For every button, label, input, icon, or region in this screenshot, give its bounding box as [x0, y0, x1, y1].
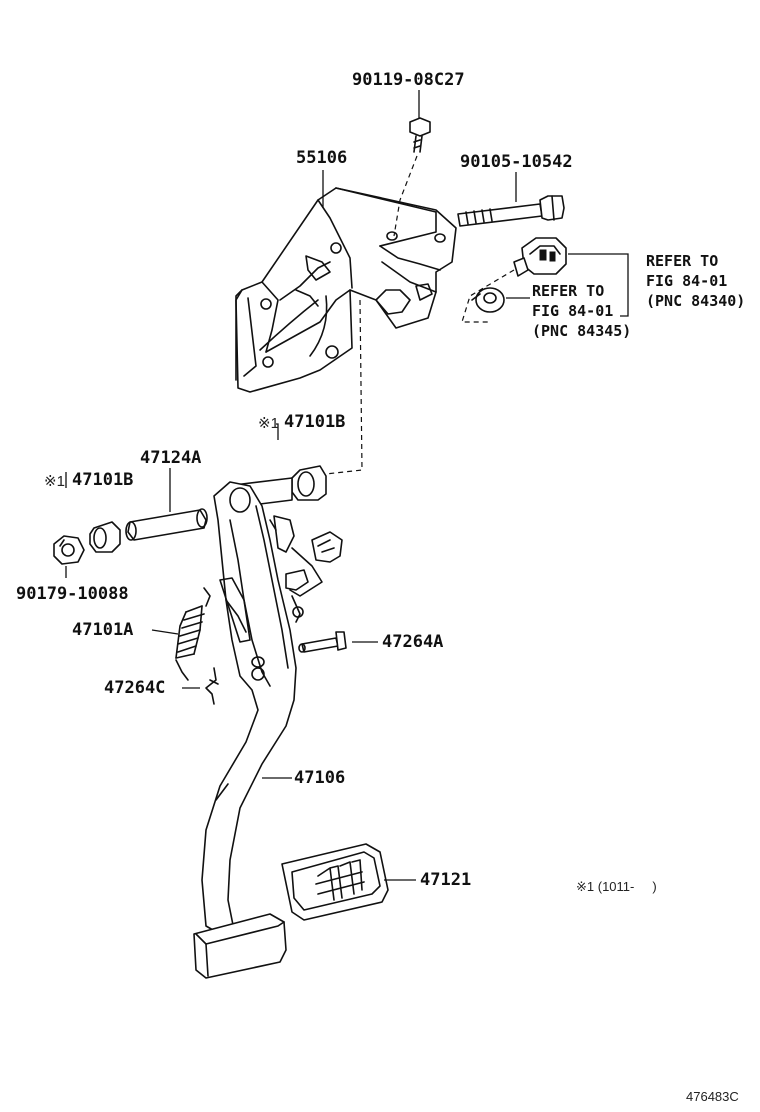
label-47124A: 47124A [140, 448, 202, 468]
footnote-remark: ※1 (1011- ) [576, 879, 657, 894]
long-bolt-part [457, 195, 565, 227]
ref-line2-84345: FIG 84-01 [532, 302, 614, 320]
bushing-left [89, 521, 121, 553]
label-90119-08C27: 90119-08C27 [352, 70, 465, 90]
label-47106: 47106 [294, 768, 346, 788]
label-47101B-right: 47101B [284, 412, 346, 432]
brake-pedal-arm [201, 481, 343, 935]
pedal-bracket [235, 187, 457, 393]
label-47101B-left: 47101B [72, 470, 134, 490]
ref-line3-84340: (PNC 84340) [646, 292, 746, 310]
label-47121: 47121 [420, 870, 472, 890]
ref-line1-84340: REFER TO [646, 252, 719, 270]
stop-lamp-switch [461, 237, 567, 323]
figure-code: 476483C [686, 1089, 739, 1104]
ref-line2-84340: FIG 84-01 [646, 272, 728, 290]
pedal-pad-rubber [281, 843, 389, 921]
flange-bolt-part [393, 117, 431, 237]
label-90105-10542: 90105-10542 [460, 152, 573, 172]
mark-47101B-right: ※1 [258, 415, 279, 432]
collar-part [125, 508, 208, 541]
clevis-pin [298, 631, 347, 653]
label-55106: 55106 [296, 148, 348, 168]
stopper-cushion [471, 287, 505, 313]
ref-line3-84345: (PNC 84345) [532, 322, 632, 340]
return-spring [175, 587, 211, 681]
retaining-clip [205, 667, 219, 705]
label-47101A: 47101A [72, 620, 134, 640]
label-90179-10088: 90179-10088 [16, 584, 129, 604]
mark-47101B-left: ※1 [44, 473, 65, 490]
pedal-pad-mount [193, 913, 287, 979]
bushing-right [291, 465, 327, 501]
ref-line1-84345: REFER TO [532, 282, 605, 300]
lock-nut-part [53, 535, 85, 565]
label-47264C: 47264C [104, 678, 166, 698]
label-47264A: 47264A [382, 632, 444, 652]
